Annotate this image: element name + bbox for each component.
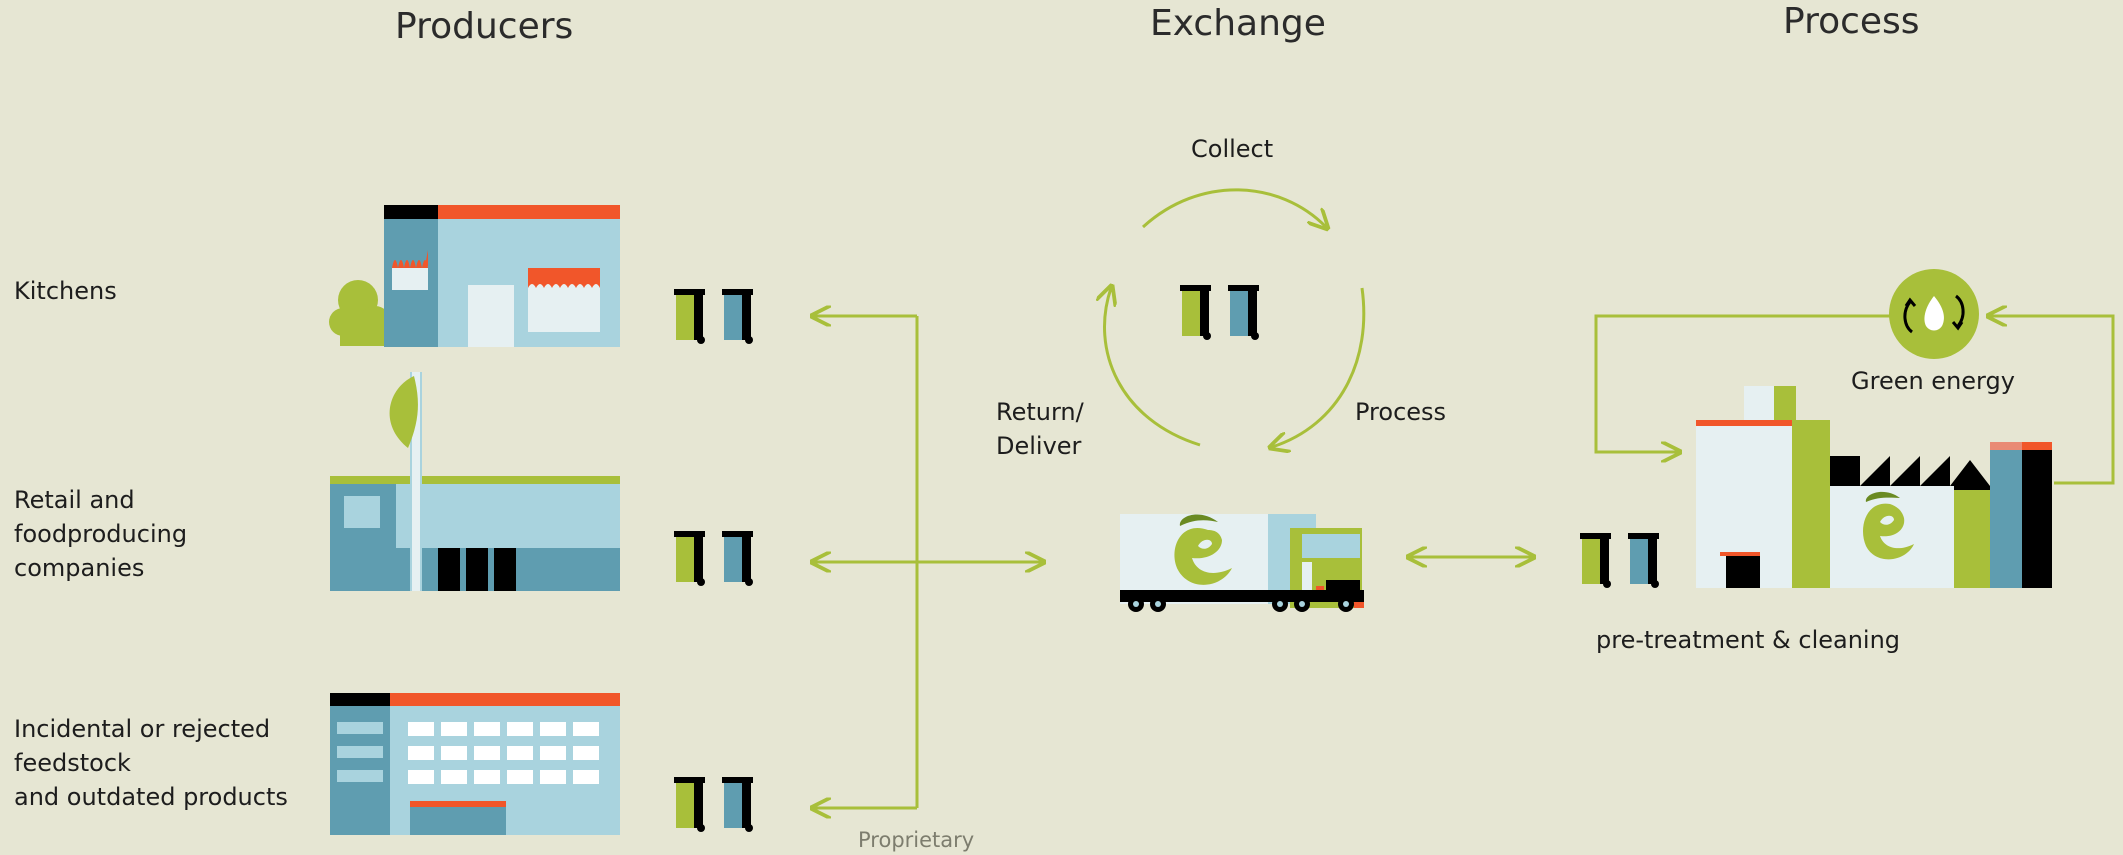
pretreatment-label: pre-treatment & cleaning <box>1596 626 1901 654</box>
return-deliver-label: Return/ Deliver <box>996 398 1084 460</box>
process-step-label: Process <box>1355 398 1447 426</box>
incidental-label: Incidental or rejected feedstock and out… <box>14 715 288 811</box>
green-energy-icon <box>1889 269 1979 359</box>
green-energy-label: Green energy <box>1851 367 2015 395</box>
kitchens-label: Kitchens <box>14 277 117 305</box>
producers-column-title: Producers <box>395 6 574 47</box>
collect-label: Collect <box>1191 135 1274 163</box>
factory-store-icon <box>330 372 620 591</box>
storefront-icon <box>329 205 620 347</box>
recycle-cycle-icon <box>1105 188 1366 447</box>
producer-connector <box>814 316 1042 808</box>
warehouse-icon <box>330 693 620 835</box>
process-column-title: Process <box>1783 1 1920 42</box>
truck-icon <box>1120 514 1364 612</box>
proprietary-footer: Proprietary <box>858 828 975 852</box>
energy-loop-connector <box>1594 316 2115 485</box>
waste-bins-icon <box>674 289 753 832</box>
processing-plant-icon <box>1696 386 2052 588</box>
retail-label: Retail and foodproducing companies <box>14 486 188 582</box>
process-bins-icon <box>1580 533 1659 588</box>
exchange-column-title: Exchange <box>1150 3 1326 44</box>
exchange-bins-icon <box>1180 285 1259 340</box>
